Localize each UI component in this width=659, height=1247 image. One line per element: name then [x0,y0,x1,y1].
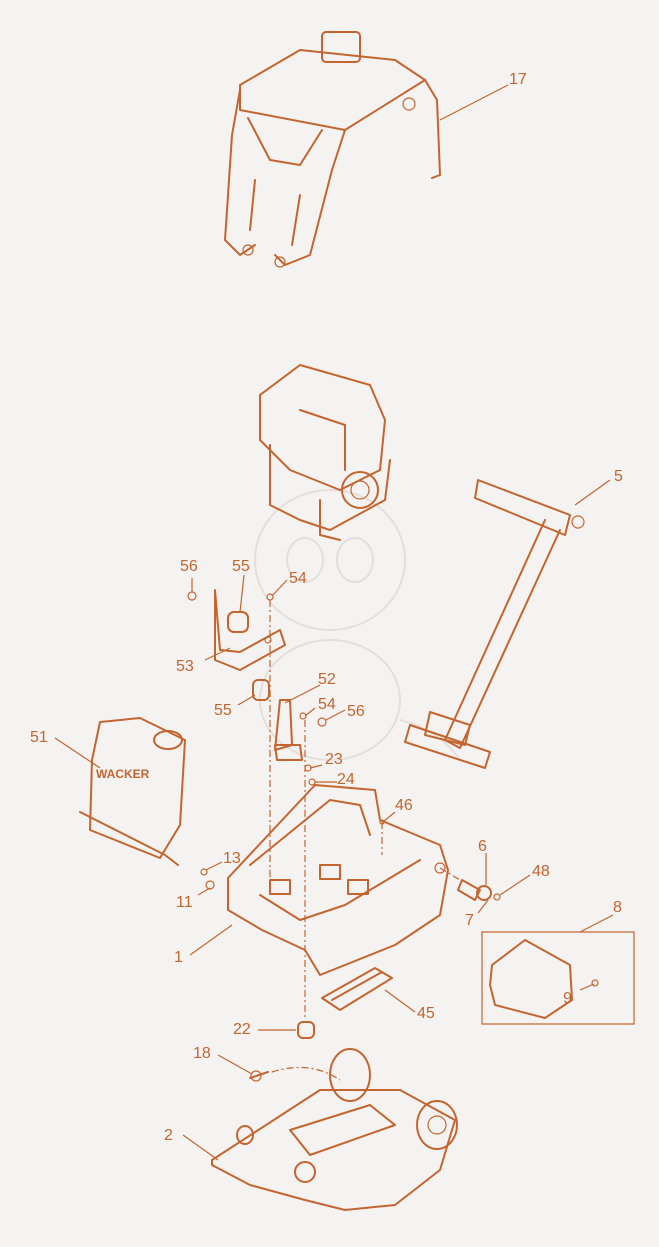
spacer-pin-icon [457,879,492,901]
housing-bracket-45-icon [321,967,393,1011]
callout-11: 11 [176,894,193,911]
brand-wordmark: WACKER [96,767,150,781]
callout-45: 45 [417,1005,435,1022]
callout-53: 53 [176,658,194,675]
callout-51: 51 [30,729,48,746]
callout-56: 56 [180,558,198,575]
callout-labels: 17 5 56 55 54 53 52 55 54 56 51 23 24 46… [30,71,623,1144]
callout-13: 13 [223,850,241,867]
callout-56b: 56 [347,703,365,720]
shock-mount-icon [297,1021,315,1039]
callout-22: 22 [233,1021,251,1038]
handle-frame-icon [224,31,441,268]
callout-9: 9 [563,990,572,1007]
leader-lines [54,84,614,1161]
bottom-plate-icon [211,1048,458,1211]
callout-17: 17 [509,71,527,88]
callout-8: 8 [613,899,622,916]
callout-2: 2 [164,1127,173,1144]
callout-48: 48 [532,863,550,880]
callout-52: 52 [318,671,336,688]
callout-1: 1 [174,949,183,966]
callout-23: 23 [325,751,343,768]
callout-5: 5 [614,468,623,485]
base-frame-icon [227,784,449,976]
mount-bracket-53-icon [214,589,286,671]
callout-7: 7 [465,912,474,929]
guide-handle-icon [404,479,585,769]
callout-55: 55 [232,558,250,575]
fuel-tank-icon: WACKER [79,717,186,866]
callout-46: 46 [395,797,413,814]
callout-6: 6 [478,838,487,855]
callout-55b: 55 [214,702,232,719]
mount-bracket-52-icon [252,679,303,761]
callout-18: 18 [193,1045,211,1062]
callout-24: 24 [337,771,355,788]
belt-cover-icon [481,931,635,1025]
engine-icon [259,364,391,541]
hose-icon [249,1066,341,1082]
assembly-lines [269,600,461,1020]
callout-54b: 54 [318,696,336,713]
callout-54: 54 [289,570,307,587]
